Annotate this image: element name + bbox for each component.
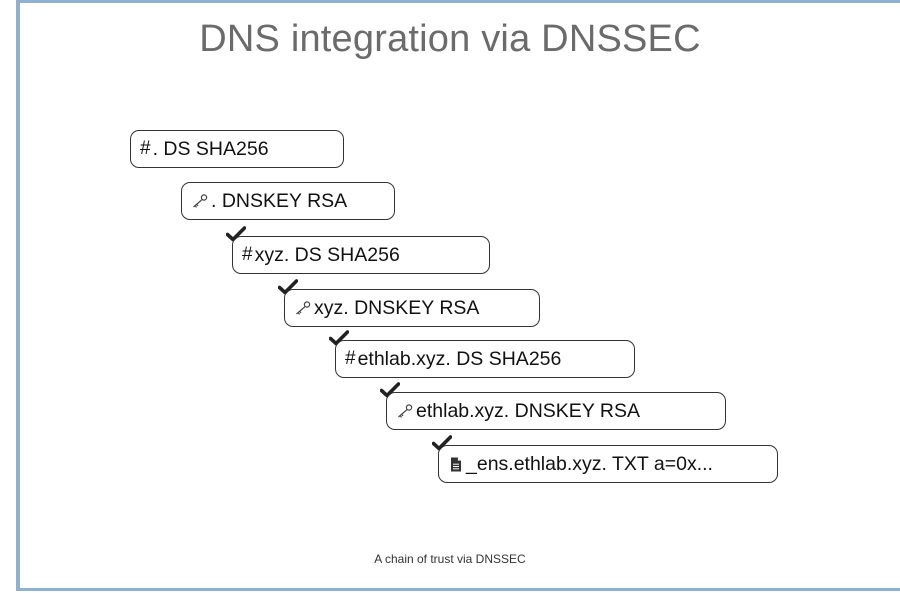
record-root-ds: # . DS SHA256: [130, 130, 344, 168]
check-icon: [432, 435, 452, 451]
record-root-dnskey: . DNSKEY RSA: [181, 182, 395, 220]
record-text: . DS SHA256: [152, 137, 269, 160]
record-xyz-dnskey: xyz. DNSKEY RSA: [284, 289, 540, 327]
check-icon: [329, 330, 349, 346]
check-icon: [380, 382, 400, 398]
record-text: xyz. DNSKEY RSA: [314, 296, 480, 319]
figure-caption: A chain of trust via DNSSEC: [374, 552, 526, 566]
record-text: ethlab.xyz. DS SHA256: [357, 347, 562, 370]
record-xyz-ds: # xyz. DS SHA256: [232, 236, 490, 274]
record-ethlab-dnskey: ethlab.xyz. DNSKEY RSA: [386, 392, 726, 430]
document-icon: [448, 456, 464, 473]
record-ethlab-ds: # ethlab.xyz. DS SHA256: [335, 340, 635, 378]
key-icon: [294, 300, 312, 316]
record-ens-txt: _ens.ethlab.xyz. TXT a=0x...: [438, 445, 778, 483]
key-icon: [191, 193, 209, 209]
hash-icon: #: [140, 138, 151, 159]
key-icon: [396, 403, 414, 419]
check-icon: [278, 279, 298, 295]
slide-title: DNS integration via DNSSEC: [199, 18, 701, 60]
record-text: . DNSKEY RSA: [211, 189, 348, 212]
check-icon: [226, 226, 246, 242]
hash-icon: #: [345, 348, 356, 369]
record-text: ethlab.xyz. DNSKEY RSA: [416, 399, 640, 422]
hash-icon: #: [242, 244, 253, 265]
record-text: _ens.ethlab.xyz. TXT a=0x...: [466, 452, 713, 475]
record-text: xyz. DS SHA256: [254, 243, 400, 266]
